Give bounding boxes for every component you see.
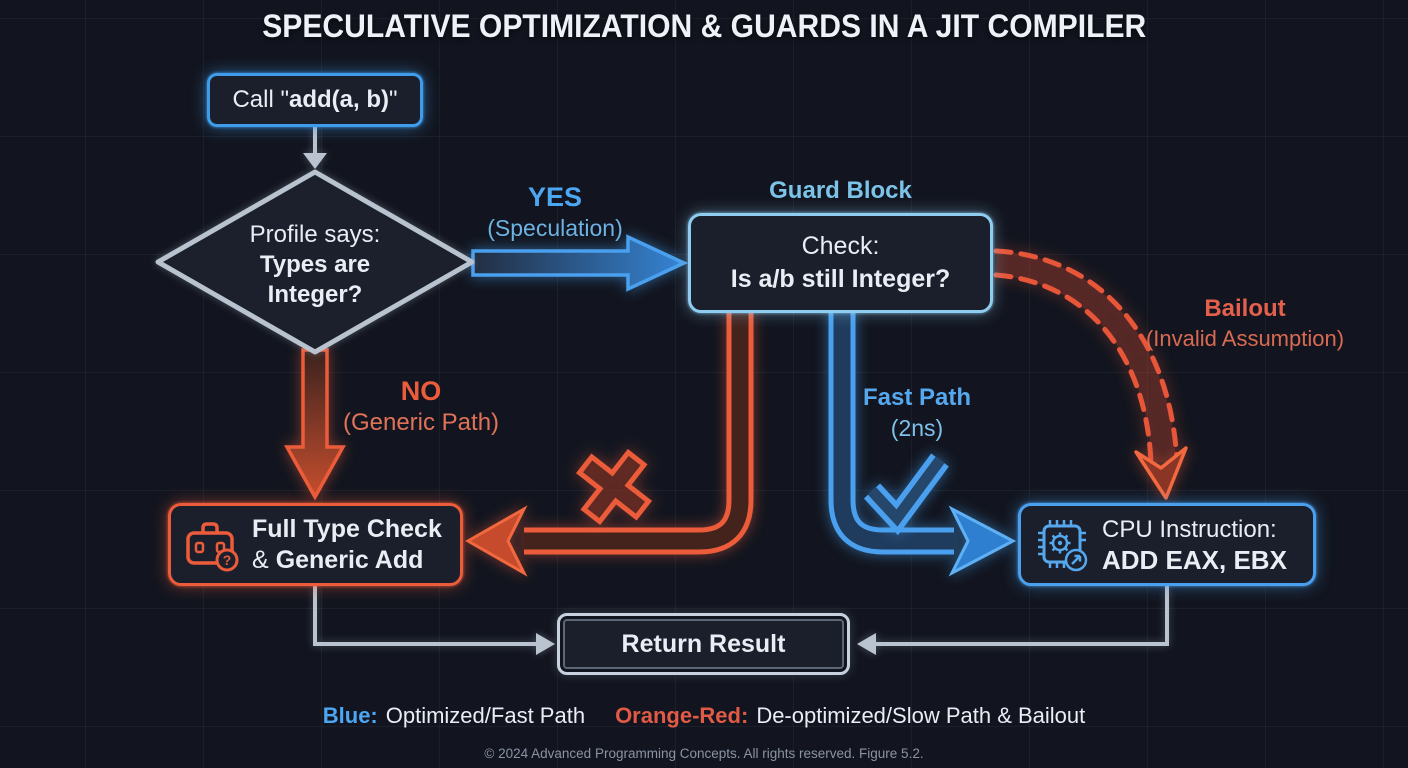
node-full-type-check: ? Full Type Check &Generic Add xyxy=(168,503,463,586)
yes-sublabel: (Speculation) xyxy=(487,215,623,241)
fast-path-sublabel: (2ns) xyxy=(890,415,944,441)
bailout-label: Bailout xyxy=(1204,295,1286,322)
no-label: NO xyxy=(400,376,442,406)
decision-line2: Types are xyxy=(259,251,371,278)
guard-line2: Is a/b still Integer? xyxy=(730,265,951,293)
node-decision-profile: Profile says: Types are Integer? xyxy=(195,220,435,310)
node-cpu-instruction: CPU Instruction: ADD EAX, EBX xyxy=(1018,503,1316,586)
node-call-add: Call "add(a, b)" xyxy=(207,73,423,127)
bailout-sublabel: (Invalid Assumption) xyxy=(1145,326,1345,351)
edge-no-arrow xyxy=(284,348,346,501)
guard-line1: Check: xyxy=(801,232,880,260)
no-sublabel: (Generic Path) xyxy=(342,409,500,436)
return-result-label: Return Result xyxy=(621,629,786,658)
call-label-function: add(a, b) xyxy=(289,86,389,113)
legend-orange-key: Orange-Red: xyxy=(615,703,749,728)
edge-label-fast-path: Fast Path (2ns) xyxy=(817,384,1017,442)
legend-blue-text: Optimized/Fast Path xyxy=(385,703,586,728)
svg-text:?: ? xyxy=(223,552,232,568)
edge-cpu-to-result xyxy=(857,586,1169,655)
guard-block-heading: Guard Block xyxy=(769,177,912,204)
call-label-suffix: " xyxy=(389,86,398,113)
cpu-line2: ADD EAX, EBX xyxy=(1102,544,1287,575)
edge-bailout-curve xyxy=(993,248,1188,500)
edge-label-yes: YES (Speculation) xyxy=(455,182,655,242)
legend: Blue: Optimized/Fast Path Orange-Red: De… xyxy=(0,703,1408,729)
decision-line3: Integer? xyxy=(267,281,363,308)
arrowhead-down-icon xyxy=(1134,446,1188,500)
edge-guard-to-generic xyxy=(464,310,754,577)
decision-line1: Profile says: xyxy=(249,221,381,248)
fast-path-label: Fast Path xyxy=(862,384,972,411)
cpu-chip-icon xyxy=(1038,519,1088,571)
edge-generic-to-result xyxy=(313,586,555,655)
call-label-prefix: Call " xyxy=(232,86,289,113)
arrowhead-down-icon xyxy=(303,153,327,169)
edge-label-bailout: Bailout (Invalid Assumption) xyxy=(1125,295,1365,352)
yes-label: YES xyxy=(527,182,583,212)
legend-orange-text: De-optimized/Slow Path & Bailout xyxy=(756,703,1086,728)
invalid-x-icon xyxy=(575,448,653,526)
arrowhead-left-icon xyxy=(464,505,528,577)
node-return-result: Return Result xyxy=(557,613,850,675)
arrowhead-right-icon xyxy=(948,505,1017,577)
edge-call-to-decision xyxy=(303,127,327,169)
generic-ampersand: & xyxy=(252,545,269,574)
edge-label-no: NO (Generic Path) xyxy=(321,376,521,437)
briefcase-question-icon: ? xyxy=(186,521,239,571)
node-guard-check: Check: Is a/b still Integer? xyxy=(688,213,993,313)
page-title-text: SPECULATIVE OPTIMIZATION & GUARDS IN A J… xyxy=(261,8,1147,44)
generic-line1: Full Type Check xyxy=(252,514,442,543)
copyright-footer: © 2024 Advanced Programming Concepts. Al… xyxy=(484,746,924,761)
page-title: SPECULATIVE OPTIMIZATION & GUARDS IN A J… xyxy=(0,8,1408,45)
generic-line2: Generic Add xyxy=(275,545,424,574)
edge-yes-arrow xyxy=(471,234,689,292)
success-check-icon xyxy=(863,453,949,536)
arrowhead-left-icon xyxy=(857,633,876,655)
legend-blue-key: Blue: xyxy=(322,703,378,728)
decision-diamond-shape xyxy=(155,169,475,355)
cpu-line1: CPU Instruction: xyxy=(1102,515,1277,543)
edge-guard-to-cpu xyxy=(828,310,1017,577)
arrowhead-right-icon xyxy=(536,633,555,655)
